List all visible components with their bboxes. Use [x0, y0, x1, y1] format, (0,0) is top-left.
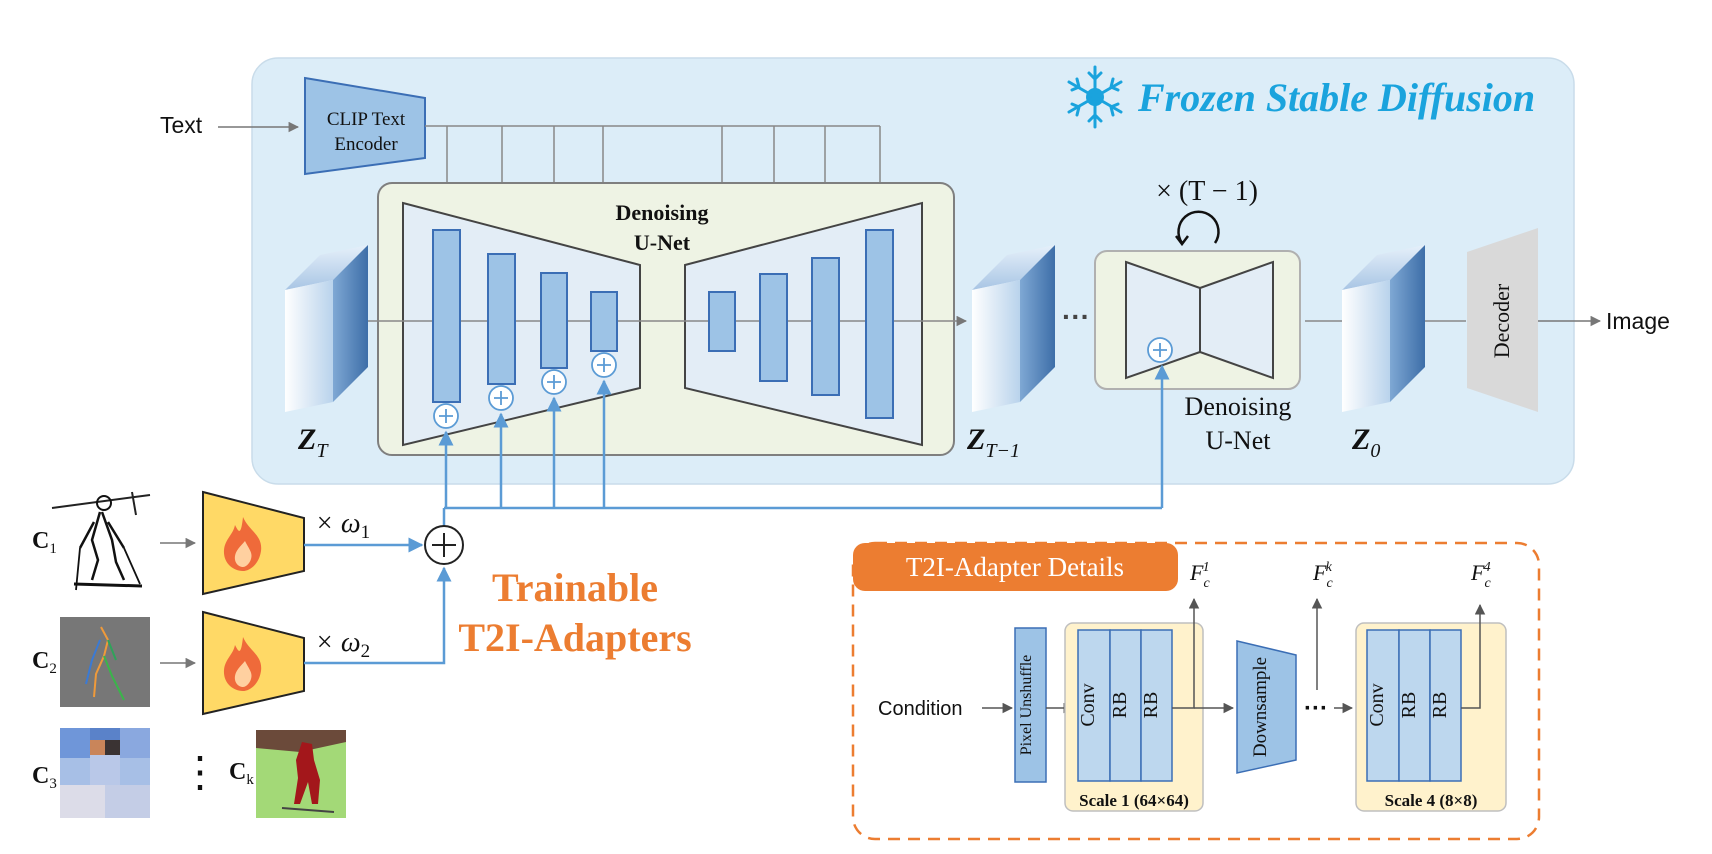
encoder-block-1 — [432, 229, 461, 403]
flame-icon — [223, 517, 262, 571]
scale-4-rb-1-label: RB — [1398, 692, 1420, 719]
decoder-block-1 — [708, 291, 736, 352]
decoder-blocks — [708, 229, 894, 419]
scale-4-rb-2 — [1429, 629, 1462, 782]
pixel-unshuffle-label: Pixel Unshuffle — [1018, 655, 1035, 756]
pixel-unshuffle-block — [1014, 627, 1047, 783]
decoder-block-2 — [759, 273, 788, 382]
latent-label-z0: Z0 — [1351, 423, 1380, 462]
latent-cube-zt — [285, 245, 368, 412]
scale-4-conv — [1366, 629, 1400, 782]
condition-pose-image — [60, 617, 150, 707]
weight-1-label: × ω1 — [315, 508, 370, 543]
encoder-block-4 — [590, 291, 618, 352]
encoder-block-3 — [540, 272, 568, 369]
feature-label-k: Fck — [1312, 560, 1333, 591]
scale-1-rb-2-label: RB — [1140, 692, 1162, 719]
scale-1-conv-label: Conv — [1077, 683, 1099, 726]
scale-4-label: Scale 4 (8×8) — [1385, 791, 1478, 810]
details-panel — [851, 541, 1541, 841]
unet-decoder — [684, 201, 923, 447]
unet-encoder — [402, 201, 641, 447]
scale-4-rb-2-label: RB — [1429, 692, 1451, 719]
sd-title: Frozen Stable Diffusion — [1137, 75, 1535, 120]
plus-circle-icon — [591, 352, 617, 378]
condition-label-3: C3 — [32, 763, 57, 792]
condition-label-2: C2 — [32, 648, 57, 677]
latent-cube-z0 — [1342, 245, 1425, 412]
plus-circle-icon — [424, 525, 464, 565]
plus-circle-icon — [541, 369, 567, 395]
feature-label-1: Fc1 — [1189, 560, 1210, 591]
latent-cube-zt-1 — [972, 245, 1055, 412]
scale-1-label: Scale 1 (64×64) — [1079, 791, 1189, 810]
decoder-label: Decoder — [1489, 283, 1514, 358]
latent-label-zt-1: ZT−1 — [966, 423, 1020, 462]
unet-label-line2: U-Net — [634, 230, 691, 255]
unet-repeat-label-line1: Denoising — [1185, 392, 1292, 421]
adapters-title-line2: T2I-Adapters — [458, 615, 691, 660]
clip-label-line1: CLIP Text — [327, 109, 406, 130]
downsample-label: Downsample — [1250, 657, 1271, 757]
conditions-vdots: ⋮ — [179, 750, 221, 796]
condition-input-label: Condition — [878, 698, 963, 720]
condition-sketch-image — [51, 480, 152, 591]
plus-circle-icon — [488, 385, 514, 411]
weight-2-label: × ω2 — [315, 627, 370, 662]
repeat-label: × (T − 1) — [1156, 176, 1258, 207]
unet-repeat-decoder — [1199, 260, 1274, 380]
decoder-block-3 — [811, 257, 840, 396]
unet-repeat-label-line2: U-Net — [1206, 426, 1272, 455]
adapters-title-line1: Trainable — [492, 565, 658, 610]
plus-circle-icon — [433, 403, 459, 429]
latent-label-zt: ZT — [297, 423, 329, 462]
encoder-blocks — [432, 229, 618, 403]
condition-color-image — [60, 728, 150, 818]
scale-1-conv — [1077, 629, 1111, 782]
scale-1-rb-1-label: RB — [1109, 692, 1131, 719]
flame-icon — [223, 637, 262, 691]
condition-segmentation-image — [256, 730, 346, 818]
decoder-block-4 — [865, 229, 894, 419]
condition-label-1: C1 — [32, 528, 57, 557]
injection-plus-icons — [433, 352, 617, 429]
feature-label-4: Fc4 — [1470, 560, 1491, 591]
text-input-label: Text — [160, 112, 203, 138]
clip-text-encoder — [304, 76, 426, 176]
plus-circle-icon — [1147, 337, 1173, 363]
scale-1-rb-1 — [1109, 629, 1142, 782]
clip-label-line2: Encoder — [334, 134, 398, 155]
encoder-block-2 — [487, 253, 516, 385]
scale-4-conv-label: Conv — [1366, 683, 1388, 726]
decoder-block — [1467, 228, 1538, 412]
details-ellipsis: ··· — [1304, 695, 1328, 722]
downsample-block — [1236, 640, 1297, 774]
snowflake-icon — [1067, 65, 1123, 129]
details-title: T2I-Adapter Details — [906, 552, 1124, 582]
details-title-tab — [853, 543, 1178, 591]
timestep-ellipsis: ··· — [1062, 301, 1090, 332]
output-image-label: Image — [1606, 308, 1670, 334]
loop-arrow-icon — [1177, 210, 1220, 244]
condition-label-k: Ck — [229, 759, 254, 788]
unet-label-line1: Denoising — [616, 200, 709, 225]
scale-1-rb-2 — [1140, 629, 1173, 782]
